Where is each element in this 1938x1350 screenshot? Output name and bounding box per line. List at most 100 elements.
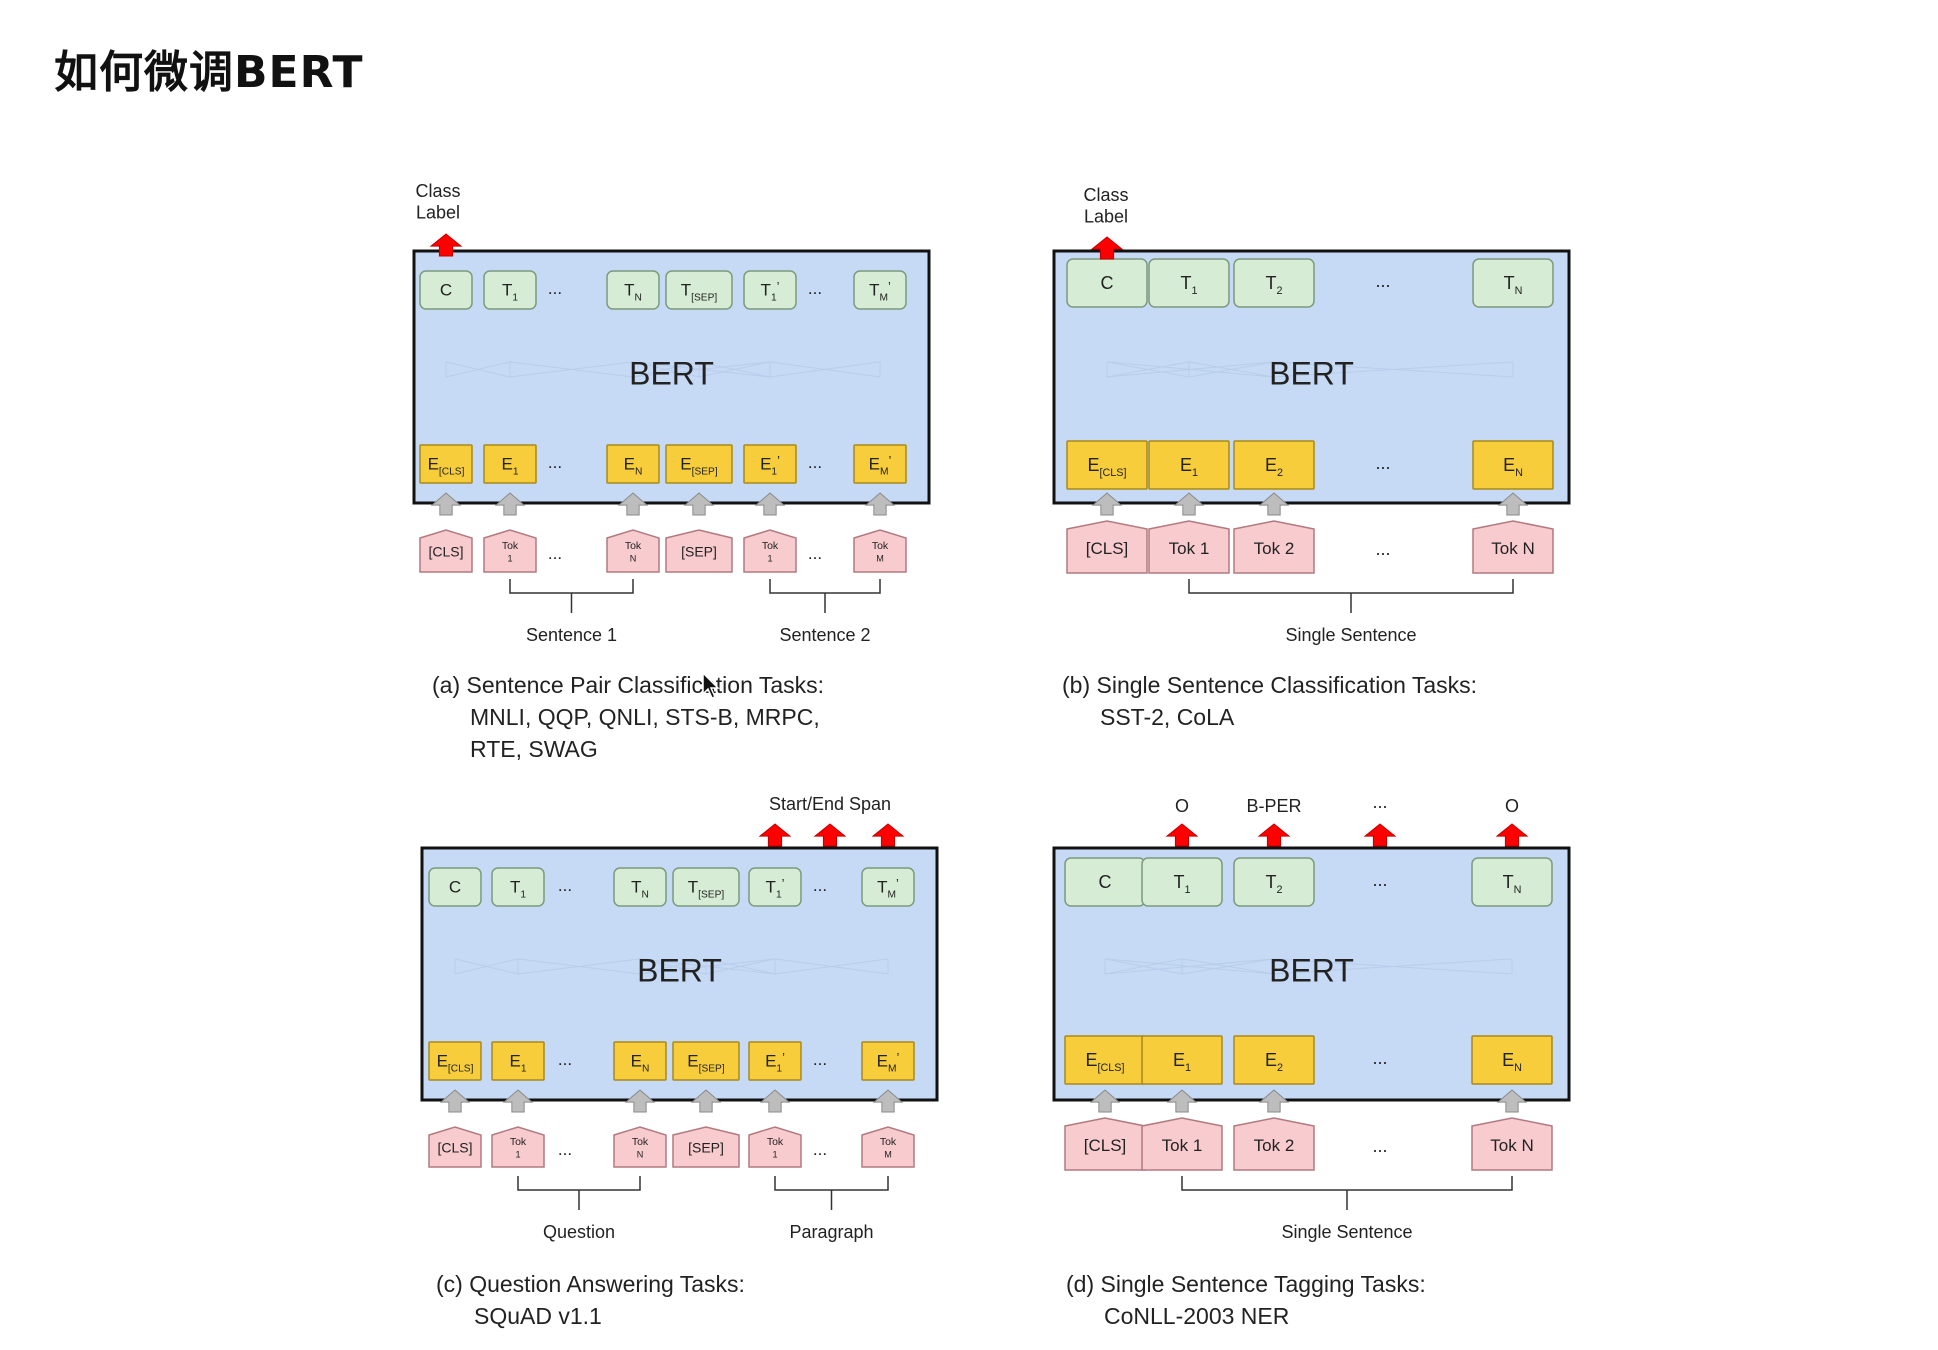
output-token-box [1233,258,1315,308]
caption-tasks: SQuAD v1.1 [474,1303,602,1329]
output-token-box [861,867,915,907]
embedding-label: E1 [1173,1050,1191,1074]
diagram-c: BERTCE[CLS][CLS]T1E1Tok1.........TNENTok… [420,794,939,1329]
embedding-label: E1 [509,1051,526,1074]
output-token-box [428,867,482,907]
output-token-label: T2 [1265,273,1282,297]
input-token-box [861,1126,915,1168]
input-token-box [1471,1117,1553,1171]
input-arrow-icon [439,1089,471,1113]
caption-title: (c) Question Answering Tasks: [436,1271,745,1297]
input-arrow-icon [754,492,786,516]
input-token-label: 1 [515,1150,520,1160]
embedding-box [1064,1035,1146,1085]
output-token-label: C [1101,273,1114,293]
embedding-box [613,1041,667,1081]
input-token-box [613,1126,667,1168]
output-arrow-icon [758,823,792,847]
embedding-label: E[SEP] [680,454,718,477]
embedding-ellipsis: ... [1372,1048,1387,1068]
input-token-box [1233,1117,1315,1171]
embedding-box [483,444,537,484]
input-token-label: Tok [767,1136,784,1148]
token-ellipsis: ... [808,544,822,563]
output-token-label: C [440,280,452,299]
input-arrow-icon [872,1089,904,1113]
output-arrow-icon [429,233,463,257]
group-label: Paragraph [789,1222,873,1242]
embedding-label: E[CLS] [1085,1050,1124,1074]
output-ellipsis: ... [558,876,572,895]
token-ellipsis: ... [1372,1136,1387,1156]
input-token-box [491,1126,545,1168]
embedding-label: EM’ [877,1050,900,1074]
input-arrow-icon [1258,1089,1290,1113]
output-token-box [853,270,907,310]
output-arrow-icon [1363,823,1397,847]
output-token-label: T1 [1173,872,1190,896]
input-token-box [1472,520,1554,574]
group-bracket [774,1176,889,1210]
group-bracket [1181,1176,1513,1210]
caption-tasks: CoNLL-2003 NER [1104,1303,1289,1329]
output-token-label: T[SEP] [688,877,725,900]
transformer-layers [445,361,881,378]
top-output-label: O [1175,796,1189,816]
output-token-label: T1 [1180,273,1197,297]
input-arrow-icon [1497,492,1529,516]
embedding-label: EN [1502,1050,1522,1074]
output-arrow-icon [1495,823,1529,847]
input-token-label: 1 [772,1150,777,1160]
page-title: 如何微调BERT [54,47,364,98]
output-token-box [491,867,545,907]
input-token-box [1233,520,1315,574]
output-token-label: TM’ [869,279,891,303]
input-token-box [748,1126,802,1168]
output-ellipsis: ... [813,876,827,895]
group-bracket [1188,579,1514,613]
input-arrow-icon [683,492,715,516]
input-token-box [672,1126,740,1168]
embedding-label: EN [631,1051,650,1074]
input-token-label: N [637,1150,644,1160]
input-token-label: 1 [767,554,772,564]
input-token-label: [SEP] [688,1140,724,1156]
output-token-box [419,270,473,310]
embedding-label: E2 [1265,455,1283,479]
top-output-label: O [1505,796,1519,816]
caption-tasks: SST-2, CoLA [1100,704,1235,730]
input-token-label: [SEP] [681,544,717,560]
output-token-box [672,867,740,907]
input-token-box [853,529,907,573]
input-arrow-icon [1089,1089,1121,1113]
input-arrow-icon [1496,1089,1528,1113]
embedding-label: E1’ [765,1050,785,1074]
top-output-label: B-PER [1246,796,1301,816]
input-arrow-icon [1258,492,1290,516]
input-token-label: [CLS] [437,1140,472,1156]
group-label: Sentence 1 [526,625,617,645]
input-token-box [743,529,797,573]
token-ellipsis: ... [548,544,562,563]
input-token-label: [CLS] [1086,539,1129,558]
input-token-box [483,529,537,573]
top-output-label: Label [416,203,460,223]
output-token-label: C [449,877,461,896]
embedding-box [1471,1035,1553,1085]
input-token-label: M [884,1150,892,1160]
input-token-label: Tok 2 [1254,1136,1295,1155]
input-token-label: N [630,554,637,564]
input-token-label: [CLS] [428,544,463,560]
input-token-label: Tok N [1490,1136,1533,1155]
group-label: Single Sentence [1285,625,1416,645]
input-token-box [428,1126,482,1168]
embedding-label: E1 [501,454,518,477]
output-arrow-icon [1090,236,1124,260]
token-ellipsis: ... [813,1140,827,1159]
embedding-ellipsis: ... [813,1050,827,1069]
input-token-label: Tok [510,1136,527,1148]
output-token-box [1148,258,1230,308]
group-label: Question [543,1222,615,1242]
